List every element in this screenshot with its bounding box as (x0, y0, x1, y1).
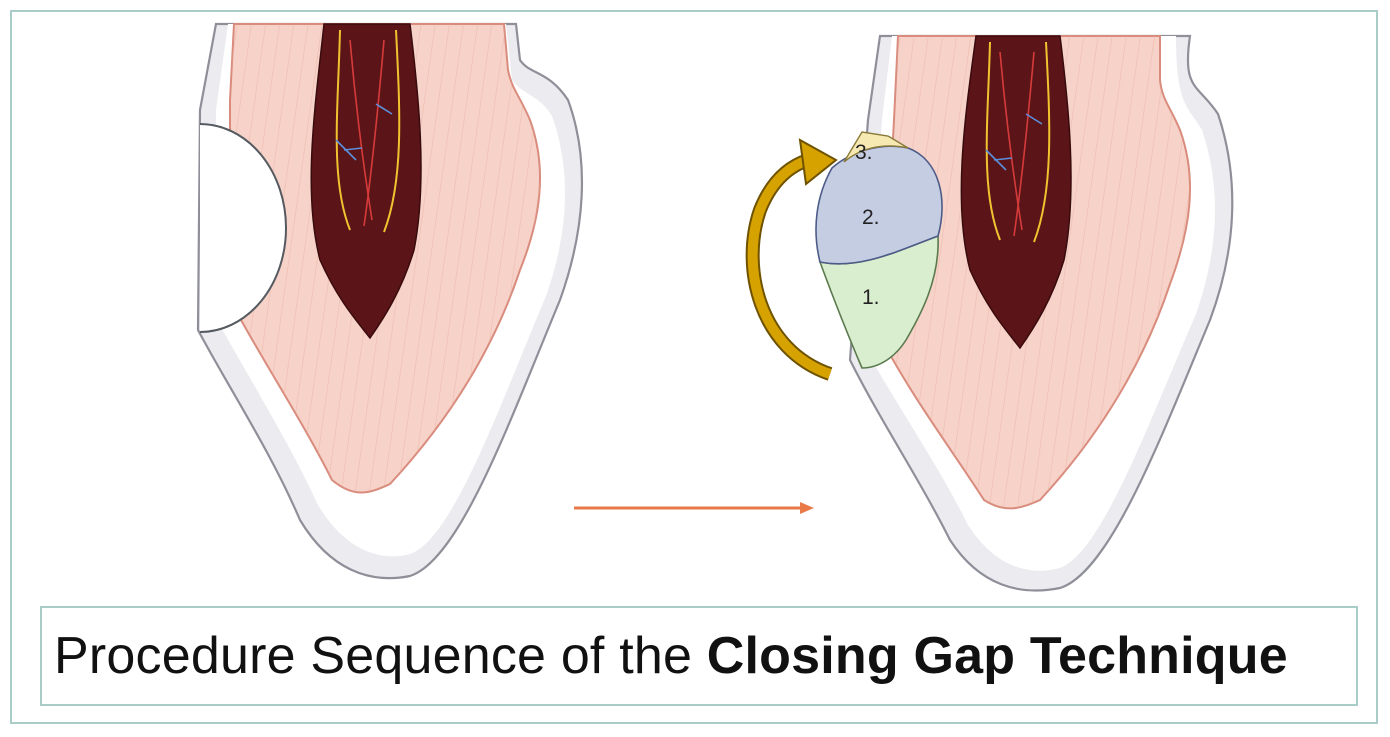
caption-title: Procedure Sequence of the Closing Gap Te… (54, 626, 1288, 686)
outer-frame (10, 10, 1378, 724)
right-arrow-icon (574, 502, 814, 514)
layer-1-label: 1. (862, 286, 880, 309)
caption-box: Procedure Sequence of the Closing Gap Te… (40, 606, 1358, 706)
cavity-outline (199, 123, 287, 333)
layer-3-label: 3. (855, 141, 873, 164)
caption-normal-text: Procedure Sequence of the (54, 627, 707, 685)
restoration-layers: 1. 2. 3. (815, 131, 943, 369)
layer-3-shape (843, 131, 909, 163)
caption-bold-text: Closing Gap Technique (706, 627, 1288, 685)
layer-2-label: 2. (862, 206, 880, 229)
curved-arrow-icon (745, 138, 838, 381)
tooth-before (196, 22, 583, 580)
tooth-after (848, 34, 1234, 592)
